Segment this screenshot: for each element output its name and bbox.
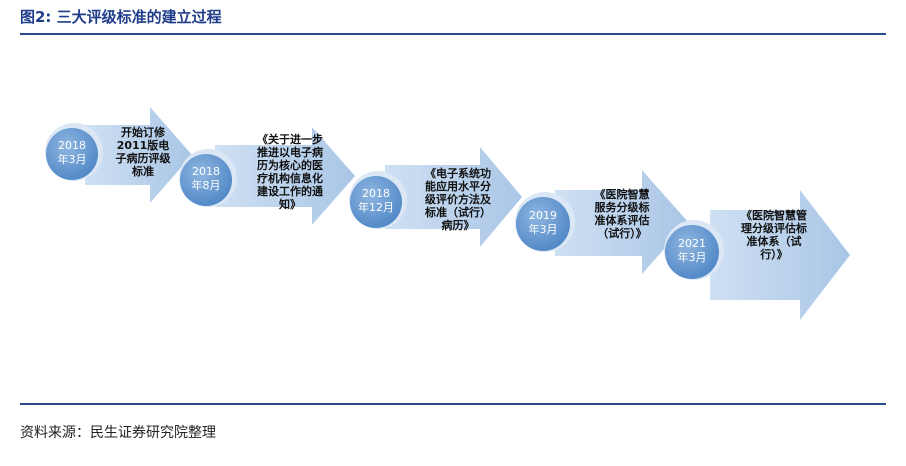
step-3-date-year: 2018 <box>362 187 390 200</box>
step-4-date: 2019 年3月 <box>518 209 568 237</box>
step-2-circle <box>179 149 237 207</box>
step-4-date-year: 2019 <box>529 209 557 222</box>
step-1-date-year: 2018 <box>58 139 86 152</box>
step-3-date-month: 年12月 <box>358 201 394 214</box>
bottom-rule <box>20 403 886 405</box>
step-5-date-year: 2021 <box>678 237 706 250</box>
step-3-arrow <box>385 147 522 247</box>
step-4-arrow <box>555 170 688 274</box>
top-rule <box>20 33 886 35</box>
step-4-date-month: 年3月 <box>528 223 558 236</box>
step-2-date-month: 年8月 <box>191 179 221 192</box>
step-5-circle <box>664 220 724 280</box>
step-1-date-month: 年3月 <box>57 153 87 166</box>
step-3-label: 《电子系统功能应用水平分级评价方法及标准（试行）病历》 <box>425 167 491 232</box>
step-1-label: 开始订修2011版电子病历评级标准 <box>115 126 171 178</box>
step-4-circle <box>515 192 575 252</box>
figure-title: 图2: 三大评级标准的建立过程 <box>20 8 222 26</box>
step-5-arrow <box>710 190 850 320</box>
source-note: 资料来源：民生证券研究院整理 <box>20 425 216 441</box>
step-3-circle <box>349 171 407 229</box>
step-5-label: 《医院智慧管理分级评估标准体系（试行）》 <box>741 209 807 261</box>
step-5-date: 2021 年3月 <box>667 237 717 265</box>
step-1-date: 2018 年3月 <box>47 139 97 167</box>
step-4-label: 《医院智慧服务分级标准体系评估（试行）》 <box>594 188 650 240</box>
step-5-date-month: 年3月 <box>677 251 707 264</box>
step-2-arrow <box>215 127 355 225</box>
step-2-date: 2018 年8月 <box>181 165 231 193</box>
step-2-label: 《关于进一步推进以电子病历为核心的医疗机构信息化建设工作的通知》 <box>257 133 323 211</box>
step-2-date-year: 2018 <box>192 165 220 178</box>
step-1-circle <box>45 123 103 181</box>
step-1-arrow <box>85 107 192 203</box>
step-3-date: 2018 年12月 <box>351 187 401 215</box>
